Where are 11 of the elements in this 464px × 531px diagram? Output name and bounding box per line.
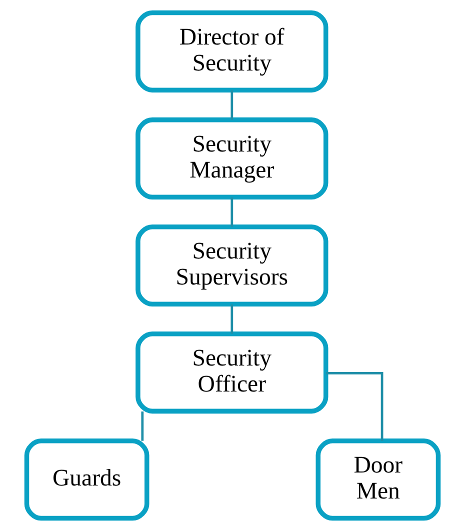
connector xyxy=(326,372,383,441)
connector xyxy=(230,304,233,334)
connector xyxy=(230,197,233,227)
node-box: Security Supervisors xyxy=(135,224,328,307)
node-box: Security Manager xyxy=(135,117,328,200)
node-box: Director of Security xyxy=(135,10,328,92)
connector xyxy=(230,90,233,120)
node-box: Door Men xyxy=(315,438,440,521)
node-box: Guards xyxy=(24,438,149,521)
connector xyxy=(140,411,144,441)
node-box: Security Officer xyxy=(135,332,328,414)
